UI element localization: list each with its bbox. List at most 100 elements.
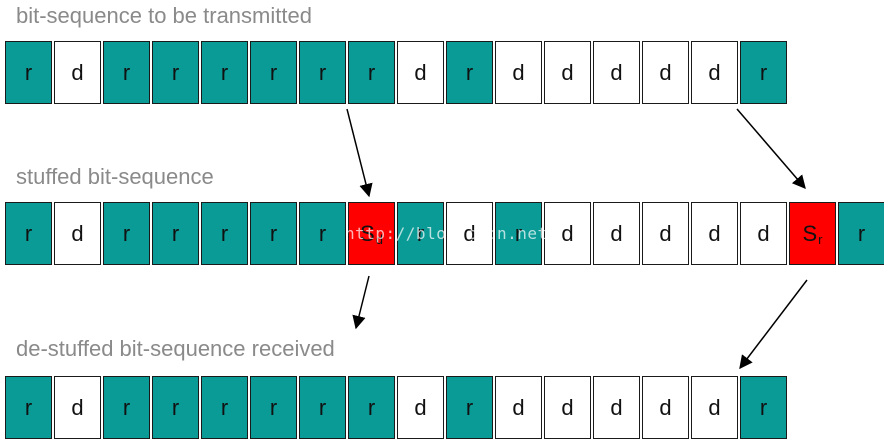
dominant-bit-cell: d [54, 376, 101, 439]
heading-stuffed: stuffed bit-sequence [16, 164, 214, 189]
bit-label: r [122, 394, 131, 420]
bit-label: d [708, 220, 721, 246]
dominant-bit-cell: d [740, 202, 787, 265]
recessive-bit-cell: r [152, 202, 199, 265]
heading-destuffed: de-stuffed bit-sequence received [16, 336, 335, 361]
bit-label: r [220, 394, 229, 420]
bit-label: r [367, 394, 376, 420]
recessive-bit-cell: r [5, 202, 52, 265]
dominant-bit-cell: d [642, 202, 689, 265]
recessive-bit-cell: r [152, 41, 199, 104]
arrow-stuff-dominant-remove [352, 275, 370, 330]
bit-label: d [71, 59, 84, 85]
bit-label: r [269, 220, 278, 246]
recessive-bit-cell: r [740, 41, 787, 104]
bit-label: d [610, 59, 623, 85]
bit-label: r [759, 59, 768, 85]
dominant-bit-cell: d [397, 41, 444, 104]
bit-label: d [512, 394, 525, 420]
bit-label: r [465, 394, 474, 420]
bit-subscript: d [375, 232, 383, 247]
bit-label: r [857, 220, 866, 246]
bit-label: d [610, 220, 623, 246]
heading-transmitted: bit-sequence to be transmitted [16, 3, 312, 28]
bit-label: d [71, 220, 84, 246]
bit-label: S [802, 220, 818, 246]
bit-label: r [24, 59, 33, 85]
bit-label: d [757, 220, 770, 246]
bit-label: r [122, 59, 131, 85]
bit-label: d [561, 220, 574, 246]
bit-label: d [708, 59, 721, 85]
recessive-bit-cell: r [103, 376, 150, 439]
bit-label: r [367, 59, 376, 85]
arrow-stuff-recessive-remove [739, 279, 808, 370]
recessive-bit-cell: r [250, 202, 297, 265]
bit-label: d [512, 59, 525, 85]
recessive-bit-cell: r [5, 41, 52, 104]
recessive-bit-cell: r [446, 376, 493, 439]
dominant-bit-cell: d [593, 41, 640, 104]
recessive-bit-cell: r [348, 41, 395, 104]
dominant-bit-cell: d [642, 376, 689, 439]
recessive-bit-cell: r [299, 202, 346, 265]
bit-label: d [659, 394, 672, 420]
bit-label: r [171, 394, 180, 420]
bit-label: r [318, 59, 327, 85]
recessive-bit-cell: r [5, 376, 52, 439]
bit-label: r [514, 220, 523, 246]
dominant-bit-cell: d [54, 202, 101, 265]
dominant-bit-cell: d [544, 202, 591, 265]
dominant-bit-cell: d [691, 376, 738, 439]
recessive-bit-cell: r [152, 376, 199, 439]
recessive-bit-cell: r [103, 41, 150, 104]
dominant-bit-cell: d [593, 202, 640, 265]
dominant-bit-cell: d [495, 376, 542, 439]
dominant-bit-cell: d [495, 41, 542, 104]
dominant-bit-cell: d [446, 202, 493, 265]
dominant-bit-cell: d [54, 41, 101, 104]
bit-label: r [220, 220, 229, 246]
bit-label: r [759, 394, 768, 420]
recessive-bit-cell: r [740, 376, 787, 439]
dominant-bit-cell: d [593, 376, 640, 439]
bit-label: d [71, 394, 84, 420]
bit-label: d [659, 220, 672, 246]
bit-label: r [318, 394, 327, 420]
bit-label: r [171, 59, 180, 85]
bit-label: r [122, 220, 131, 246]
dominant-bit-cell: d [397, 376, 444, 439]
arrow-stuff-recessive-insert [736, 108, 806, 190]
recessive-bit-cell: r [201, 376, 248, 439]
recessive-bit-cell: r [348, 376, 395, 439]
bit-label: r [24, 220, 33, 246]
arrow-stuff-dominant-insert [346, 108, 373, 198]
bit-label: d [561, 59, 574, 85]
bit-label: d [414, 394, 427, 420]
bit-label: r [220, 59, 229, 85]
bit-label: d [561, 394, 574, 420]
dominant-bit-cell: d [642, 41, 689, 104]
bit-label: d [463, 220, 476, 246]
bit-label: d [708, 394, 721, 420]
bit-label: r [465, 59, 474, 85]
recessive-bit-cell: r [250, 41, 297, 104]
bit-label: r [24, 394, 33, 420]
recessive-bit-cell: r [103, 202, 150, 265]
recessive-bit-cell: r [446, 41, 493, 104]
recessive-bit-cell: r [495, 202, 542, 265]
recessive-bit-cell: r [299, 41, 346, 104]
bit-label: S [360, 220, 375, 246]
recessive-bit-cell: r [838, 202, 884, 265]
bit-label: r [269, 59, 278, 85]
dominant-bit-cell: d [691, 202, 738, 265]
recessive-bit-cell: r [250, 376, 297, 439]
dominant-bit-cell: d [691, 41, 738, 104]
recessive-bit-cell: r [299, 376, 346, 439]
bit-label: r [171, 220, 180, 246]
